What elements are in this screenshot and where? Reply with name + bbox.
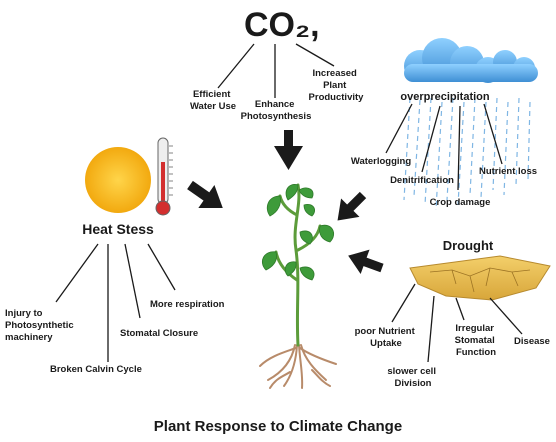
heat-arrow-icon <box>187 180 223 208</box>
thermometer-icon <box>155 137 173 216</box>
sun-icon <box>85 147 151 213</box>
heat-stress-title: Heat Stess <box>82 221 154 237</box>
plant-leaves <box>262 184 334 281</box>
overprecipitation-title: overprecipitation <box>400 91 490 103</box>
co2-effect-enhance-photosynthesis: Enhance Photosynthesis <box>241 99 312 122</box>
plant-illustration <box>259 183 337 389</box>
effect-broken-calvin-cycle: Broken Calvin Cycle <box>50 364 142 375</box>
effect-slower-cell-division: slower cell Division <box>387 366 438 389</box>
plant-roots <box>259 344 337 389</box>
effect-disease: Disease <box>514 336 550 347</box>
cracked-earth-icon <box>409 255 551 301</box>
effect-injury-photosynthetic-machinery: Injury to Photosynthetic machinery <box>5 308 76 343</box>
heat-stress-connector-lines <box>55 243 176 362</box>
diagram-title: Plant Response to Climate Change <box>154 418 402 435</box>
co2-effect-increased-productivity: Increased Plant Productivity <box>309 68 365 103</box>
effect-irregular-stomatal-function: Irregular Stomatal Function <box>455 323 498 358</box>
drought-connector-lines <box>391 283 523 363</box>
effect-stomatal-closure: Stomatal Closure <box>120 328 198 339</box>
effect-waterlogging: Waterlogging <box>351 156 412 167</box>
drought-title: Drought <box>443 238 494 253</box>
co2-arrow-icon <box>274 130 303 170</box>
effect-crop-damage: Crop damage <box>430 197 491 208</box>
precipitation-arrow-icon <box>337 191 367 221</box>
co2-effect-efficient-water-use: Efficient Water Use <box>190 89 236 112</box>
overprecipitation-connector-lines <box>385 103 503 191</box>
effect-denitrification: Denitrification <box>390 175 454 186</box>
effect-nutrient-loss: Nutrient loss <box>479 166 537 177</box>
rain-drops-icon <box>403 97 531 211</box>
co2-group: CO₂, Efficient Water Use Enhance Photosy… <box>190 6 364 170</box>
heat-stress-group: Heat Stess Injury to Photosynthetic mach… <box>5 137 225 375</box>
effect-poor-nutrient-uptake: poor Nutrient Uptake <box>355 326 418 349</box>
cloud-icon <box>404 38 538 83</box>
co2-connector-lines <box>217 43 335 98</box>
co2-title: CO₂, <box>244 6 320 44</box>
effect-more-respiration: More respiration <box>150 299 225 310</box>
drought-arrow-icon <box>348 249 384 275</box>
drought-group: Drought poor Nutrient Uptake slower cell… <box>348 238 551 389</box>
overprecipitation-group: overprecipitation Waterlogging Denitrifi… <box>337 38 538 221</box>
